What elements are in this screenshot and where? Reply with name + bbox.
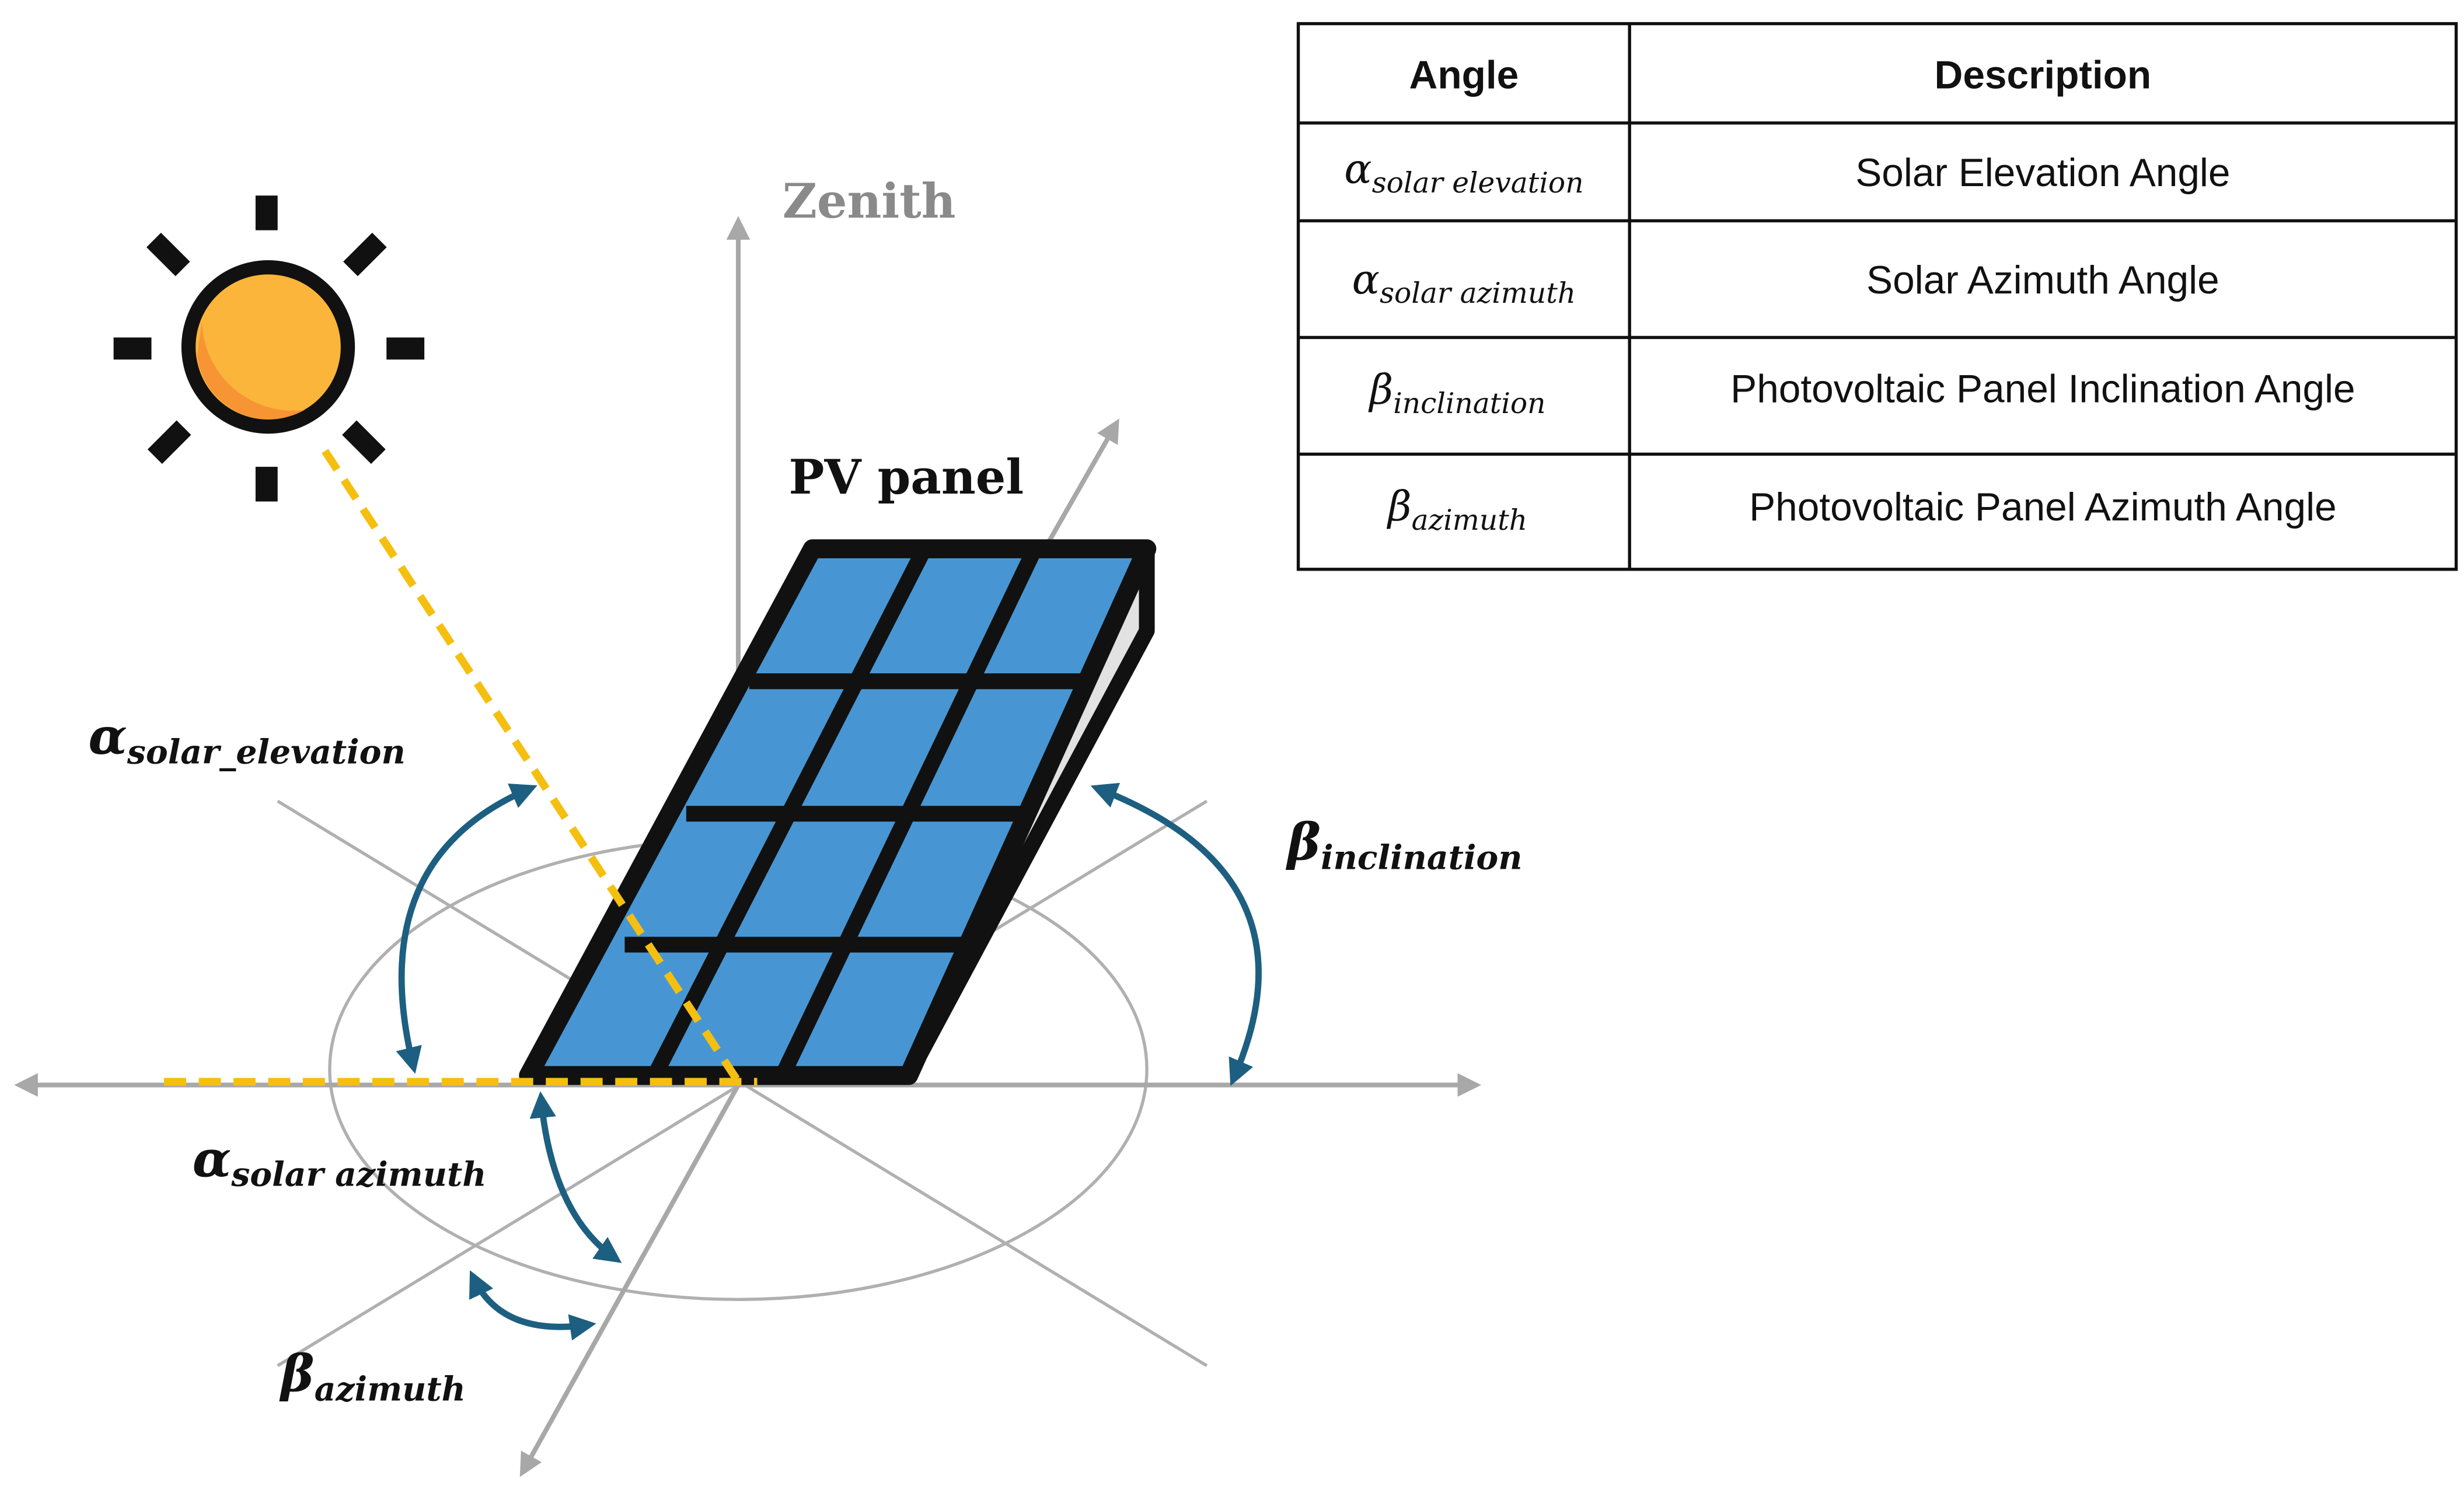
sun-ray-lines [164,449,758,1086]
table-header-angle: Angle [1409,53,1519,97]
angle-arrows [396,782,1262,1341]
inclination-label: βinclination [1286,813,1523,877]
angle-table: Angle Description αsolar elevation Solar… [1296,22,2458,571]
table-row-symbol: βinclination [1368,366,1546,420]
pv-panel [519,539,1157,1085]
solar-elevation-arrow [396,784,538,1074]
oblique-axis-front [519,1083,741,1477]
zenith-label: Zenith [783,174,956,229]
sun-icon [113,195,425,502]
sun-rays [113,195,425,502]
table-row-symbol: βazimuth [1386,482,1527,537]
sun-ray [322,449,742,1084]
table-row-symbol: αsolar azimuth [1352,256,1576,310]
table-row-description: Photovoltaic Panel Inclination Angle [1730,367,2355,411]
azimuth-label: βazimuth [279,1344,466,1408]
solar-azimuth-arrow [529,1091,622,1263]
inclination-arrow [1090,782,1262,1086]
panel-grid [624,545,1087,1079]
table-row-symbol: αsolar elevation [1344,145,1583,200]
table-row-description: Solar Azimuth Angle [1866,258,2219,302]
table-header-description: Description [1935,53,2152,97]
pv-panel-label: PV panel [789,450,1024,505]
azimuth-arrow [469,1270,596,1341]
table-border [1296,22,2458,571]
solar-azimuth-label: αsolar azimuth [193,1130,487,1194]
table-row-description: Solar Elevation Angle [1855,151,2230,195]
solar-elevation-label: αsolar_elevation [88,707,405,771]
table-row-description: Photovoltaic Panel Azimuth Angle [1749,485,2337,529]
